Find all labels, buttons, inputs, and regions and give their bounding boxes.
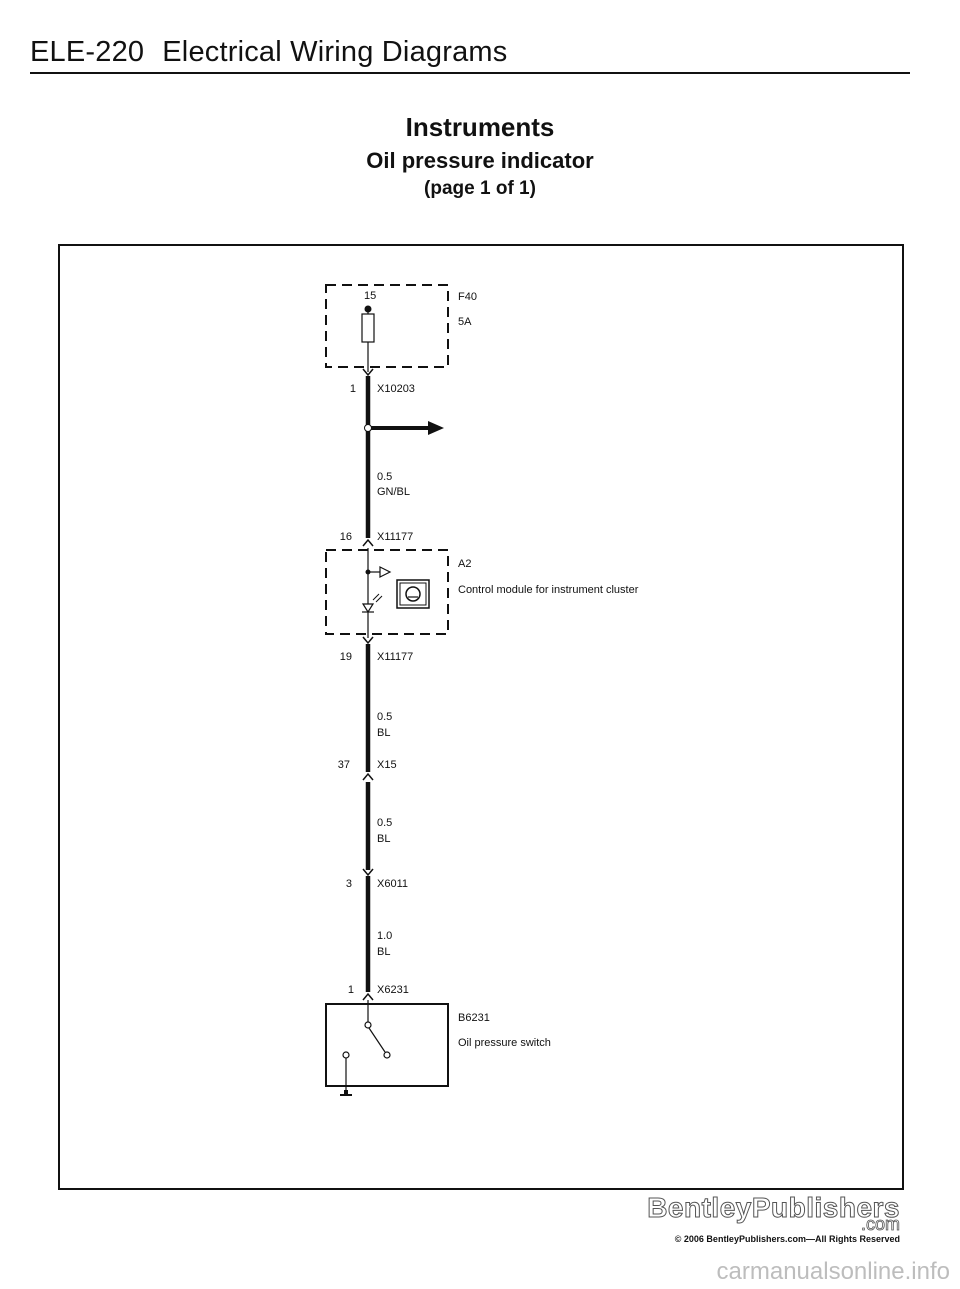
module-a2-outline bbox=[325, 549, 449, 635]
wire-3-color: BL bbox=[377, 833, 390, 845]
switch-b6231-outline bbox=[325, 1003, 449, 1087]
connector-x10203-symbol bbox=[362, 368, 374, 377]
fuse-icon bbox=[361, 313, 375, 343]
connector-x11177-in-name: X11177 bbox=[377, 531, 413, 543]
switch-name-label: B6231 bbox=[458, 1012, 490, 1024]
wire-1-color: GN/BL bbox=[377, 486, 410, 498]
connector-x15-symbol bbox=[362, 772, 374, 781]
connector-x10203-pin: 1 bbox=[350, 383, 356, 395]
oil-can-warning-icon bbox=[396, 579, 430, 609]
wire-1-size: 0.5 bbox=[377, 471, 392, 483]
switch-contact-right bbox=[383, 1051, 391, 1059]
switch-blade bbox=[368, 1027, 386, 1053]
wire-3-size: 0.5 bbox=[377, 817, 392, 829]
wire-2-color: BL bbox=[377, 727, 390, 739]
connector-x6011-pin: 3 bbox=[346, 878, 352, 890]
header-rule bbox=[30, 72, 910, 74]
wire-4-size: 1.0 bbox=[377, 930, 392, 942]
connector-x15-name: X15 bbox=[377, 759, 397, 771]
arrow-right-icon bbox=[428, 421, 444, 435]
module-description-label: Control module for instrument cluster bbox=[458, 584, 639, 596]
connector-x11177-out-symbol bbox=[362, 636, 374, 645]
oil-can-warning-inner bbox=[399, 582, 427, 606]
fuse-rating-label: 5A bbox=[458, 316, 472, 328]
connector-x11177-out-pin: 19 bbox=[340, 651, 352, 663]
led-ray-2 bbox=[375, 595, 383, 603]
connector-x11177-in-symbol bbox=[362, 538, 374, 547]
wire-2-size: 0.5 bbox=[377, 711, 392, 723]
page-section-title: Electrical Wiring Diagrams bbox=[162, 36, 508, 68]
signal-arrow-icon bbox=[379, 566, 392, 578]
site-watermark: carmanualsonline.info bbox=[716, 1258, 950, 1285]
publisher-brand: BentleyPublishers .com © 2006 BentleyPub… bbox=[647, 1192, 908, 1248]
connector-x6231-name: X6231 bbox=[377, 984, 409, 996]
switch-description-label: Oil pressure switch bbox=[458, 1037, 551, 1049]
led-ray-1 bbox=[372, 593, 380, 601]
brand-logo-text: BentleyPublishers bbox=[647, 1192, 900, 1224]
ground-stub bbox=[344, 1090, 348, 1095]
led-diode-icon bbox=[361, 603, 375, 614]
connector-x10203-name: X10203 bbox=[377, 383, 415, 395]
connector-x11177-in-pin: 16 bbox=[340, 531, 352, 543]
fuse-box-outline bbox=[325, 284, 449, 368]
copyright-notice: © 2006 BentleyPublishers.com—All Rights … bbox=[674, 1234, 900, 1244]
brand-logo-suffix: .com bbox=[860, 1214, 901, 1235]
connector-x11177-out-name: X11177 bbox=[377, 651, 413, 663]
diagram-subtitle: Oil pressure indicator bbox=[366, 148, 594, 173]
connector-x6231-pin: 1 bbox=[348, 984, 354, 996]
fuse-terminal-label: 15 bbox=[364, 290, 376, 302]
fuse-name-label: F40 bbox=[458, 291, 477, 303]
diagram-frame bbox=[58, 244, 904, 1190]
connector-x15-pin: 37 bbox=[338, 759, 350, 771]
diagram-title: Instruments bbox=[405, 112, 555, 142]
connector-x6011-name: X6011 bbox=[377, 878, 408, 890]
splice-dot bbox=[364, 424, 372, 432]
wire-4-color: BL bbox=[377, 946, 390, 958]
module-name-label: A2 bbox=[458, 558, 471, 570]
page-indicator: (page 1 of 1) bbox=[424, 178, 536, 199]
page-header: ELE-220 Electrical Wiring Diagrams bbox=[30, 36, 507, 69]
switch-contact-left bbox=[342, 1051, 350, 1059]
connector-x6231-symbol bbox=[362, 992, 374, 1001]
switch-contact-top bbox=[364, 1021, 372, 1029]
page-code: ELE-220 bbox=[30, 36, 145, 68]
gauge-circle-icon bbox=[405, 586, 421, 602]
connector-x6011-symbol bbox=[362, 868, 374, 877]
